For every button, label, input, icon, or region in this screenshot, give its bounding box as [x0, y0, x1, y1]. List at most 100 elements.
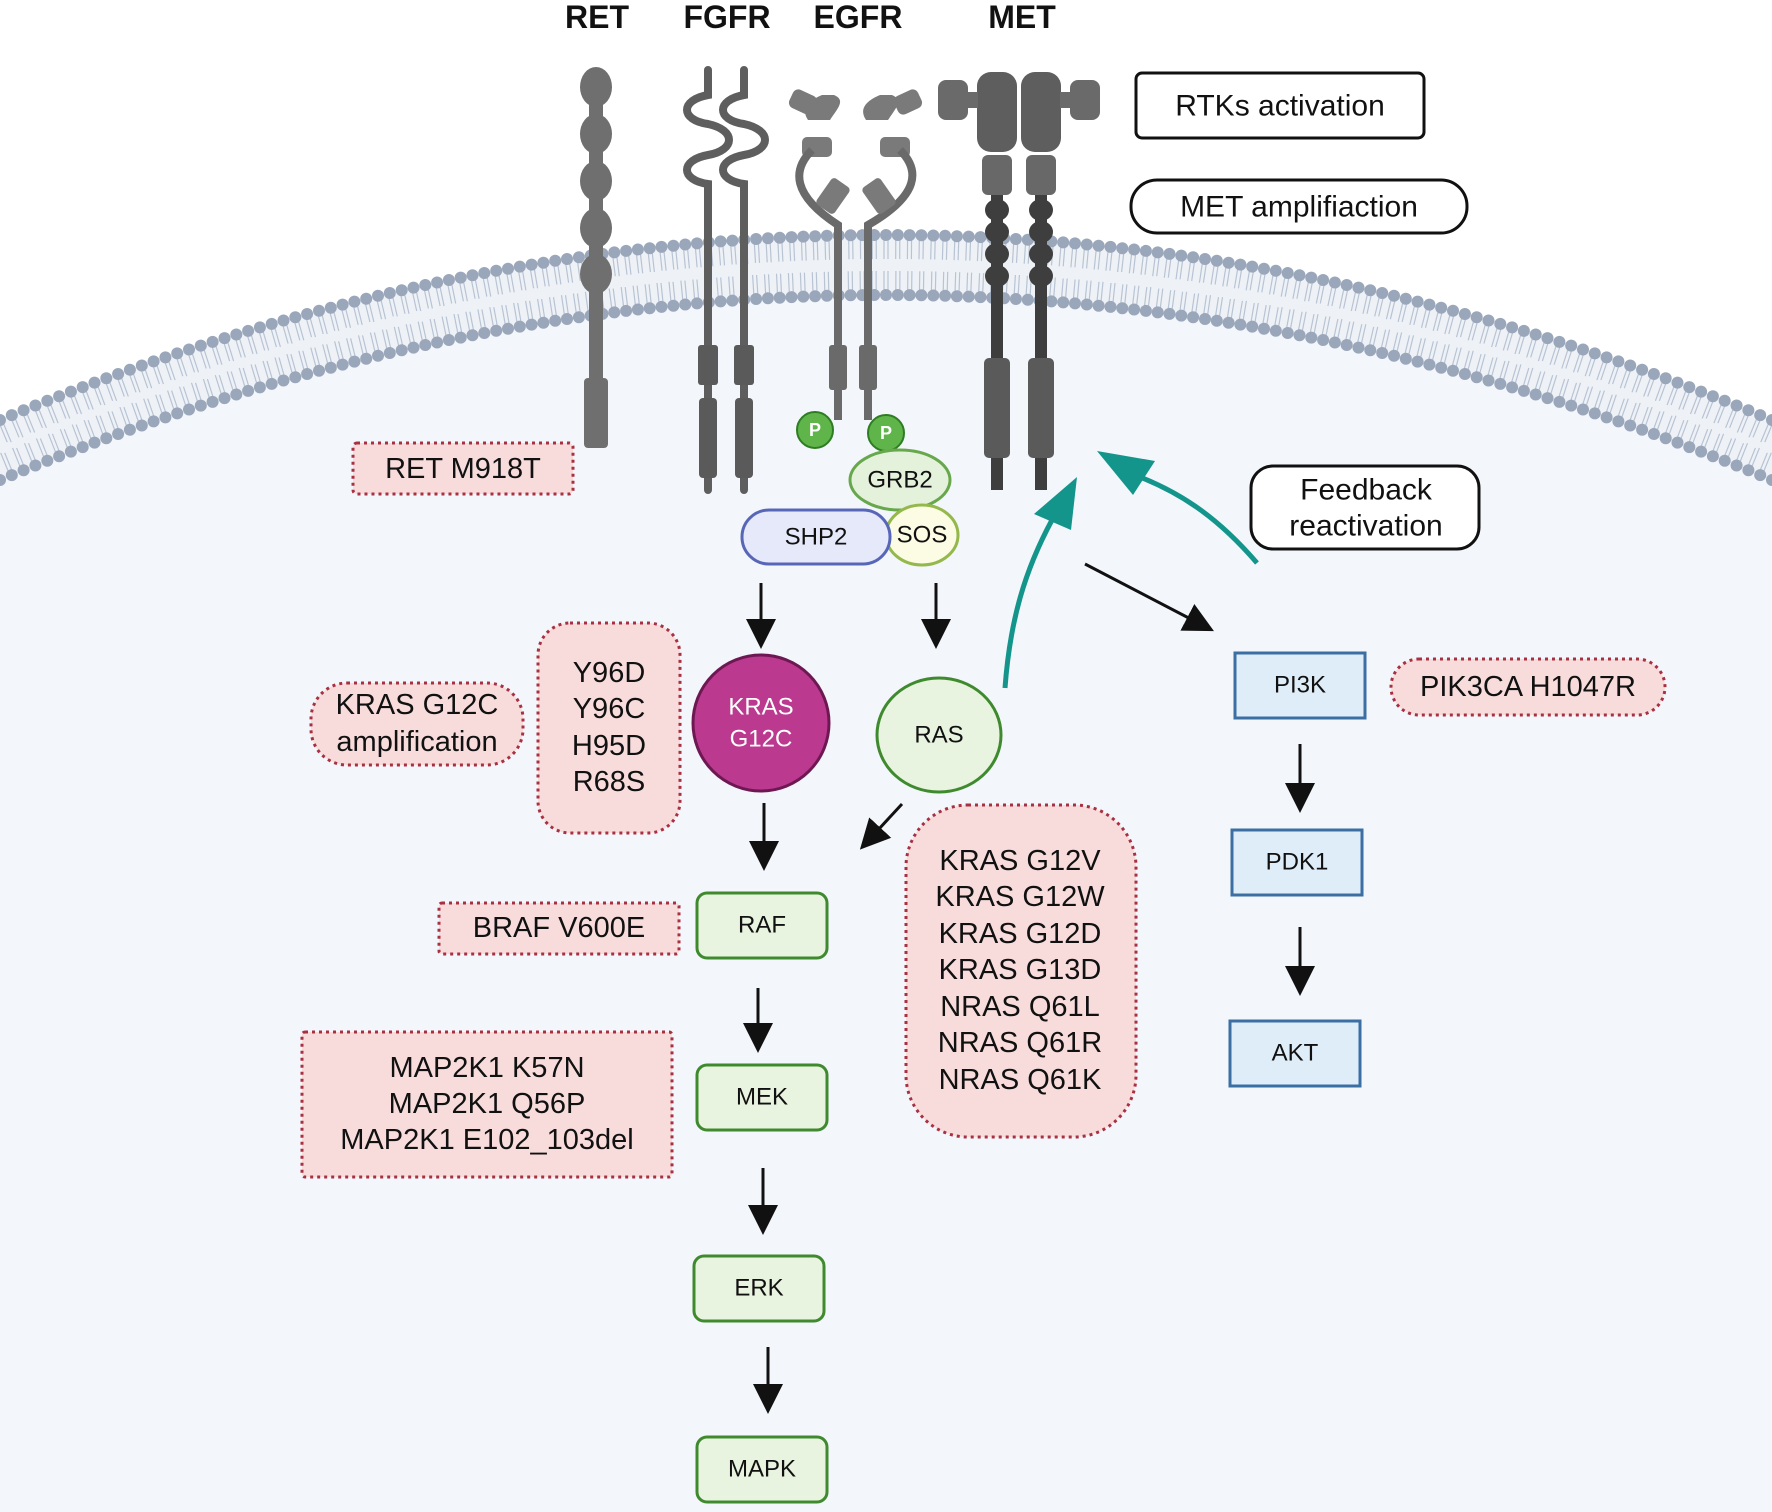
lipid-head: [1470, 371, 1483, 384]
met-label: MET: [988, 0, 1056, 35]
lipid-head: [289, 371, 302, 384]
lipid-head: [1447, 364, 1459, 377]
fgfr-label: FGFR: [683, 0, 770, 35]
lipid-head: [974, 291, 987, 304]
lipid-head: [1163, 247, 1176, 260]
lipid-head: [17, 404, 30, 417]
lipid-head: [183, 403, 195, 416]
ras-node: [875, 676, 1003, 794]
lipid-head: [1222, 256, 1235, 269]
lipid-head: [608, 246, 621, 259]
lipid-head: [655, 240, 668, 253]
lipid-head: [726, 234, 739, 247]
lipid-head: [301, 308, 314, 320]
lipid-head: [1435, 301, 1448, 314]
lipid-head: [348, 355, 361, 368]
lipid-head: [88, 436, 101, 449]
lipid-head: [1187, 251, 1200, 264]
lipid-head: [1624, 419, 1637, 432]
lipid-head: [1269, 264, 1282, 277]
lipid-head: [360, 292, 373, 305]
lipid-head: [1340, 339, 1353, 351]
lipid-head: [1730, 459, 1743, 472]
lipid-head: [242, 384, 255, 397]
lipid-head: [1210, 254, 1223, 267]
lipid-head: [147, 355, 160, 368]
sos-label: SOS: [897, 522, 948, 549]
lipid-head: [230, 328, 243, 341]
lipid-head: [1210, 314, 1223, 327]
fgfr-receptor: [683, 66, 769, 494]
ras-variant-line: NRAS Q61K: [939, 1064, 1102, 1096]
lipid-head: [1506, 381, 1519, 394]
shp2-node: [740, 508, 892, 566]
lipid-head: [64, 385, 77, 398]
lipid-head: [1340, 279, 1353, 291]
lipid-head: [41, 394, 54, 407]
met-receptor: [938, 72, 1100, 490]
lipid-head: [1399, 352, 1412, 365]
lipid-head: [939, 229, 952, 242]
lipid-head: [820, 289, 833, 302]
cytoplasm: [0, 295, 1772, 1512]
lipid-head: [1080, 298, 1093, 311]
lipid-tails: [0, 234, 1772, 481]
lipid-head: [53, 450, 66, 463]
lipid-head: [1423, 358, 1436, 371]
lipid-head: [1482, 374, 1495, 387]
feedback-arrow-ras: [1002, 518, 1055, 689]
egfr-label: EGFR: [814, 0, 903, 35]
lipid-head: [1069, 237, 1081, 250]
lipid-head: [348, 295, 361, 308]
lipid-head: [1742, 464, 1755, 477]
rtks-activation-label: RTKs activation: [1175, 90, 1385, 123]
lipid-head: [301, 368, 314, 380]
lipid-head: [1647, 428, 1660, 440]
lipid-head: [785, 231, 798, 244]
lipid-head: [5, 409, 18, 422]
lipid-head: [490, 264, 503, 277]
lipid-head: [171, 407, 184, 420]
lipid-head: [454, 331, 467, 344]
lipid-head: [927, 289, 940, 302]
lipid-head: [525, 318, 538, 331]
lipid-head: [1659, 432, 1672, 445]
lipid-head: [927, 229, 940, 242]
lipid-head: [891, 229, 904, 241]
lipid-head: [1706, 390, 1719, 403]
lipid-head: [395, 344, 408, 357]
lipid-head: [844, 229, 857, 242]
feedback-reactivation-line2: reactivation: [1289, 510, 1442, 543]
lipid-head: [1009, 233, 1022, 245]
lipid-head: [324, 301, 337, 314]
lipid-head: [206, 335, 219, 348]
pi3k-label: PI3K: [1274, 672, 1326, 699]
lipid-head: [679, 238, 692, 251]
lipid-head: [218, 332, 231, 345]
lipid-head: [135, 419, 148, 432]
lipid-head: [1139, 304, 1152, 317]
lipid-head: [1541, 332, 1554, 345]
lipid-head: [750, 233, 763, 245]
phospho-group-1: P: [796, 411, 834, 449]
lipid-head: [171, 347, 184, 360]
kras-amp-mutation-text: KRAS G12C amplification: [336, 689, 499, 758]
kras-amp-mutation-box: [309, 681, 525, 767]
lipid-head: [1553, 395, 1566, 408]
lipid-head: [643, 242, 656, 255]
lipid-head: [1080, 238, 1093, 251]
lipid-head: [915, 229, 928, 242]
lipid-head: [1151, 306, 1164, 319]
lipid-head: [844, 289, 857, 302]
lipid-head: [253, 321, 266, 334]
lipid-head: [313, 304, 325, 317]
lipid-head: [1612, 415, 1625, 428]
lipid-head: [1128, 303, 1141, 316]
lipid-head: [679, 298, 692, 311]
lipid-head: [100, 372, 113, 385]
lipid-head: [1624, 359, 1637, 372]
lipid-head: [1116, 302, 1129, 315]
feedback-arrows: [1002, 451, 1259, 689]
lipid-head: [442, 274, 455, 286]
